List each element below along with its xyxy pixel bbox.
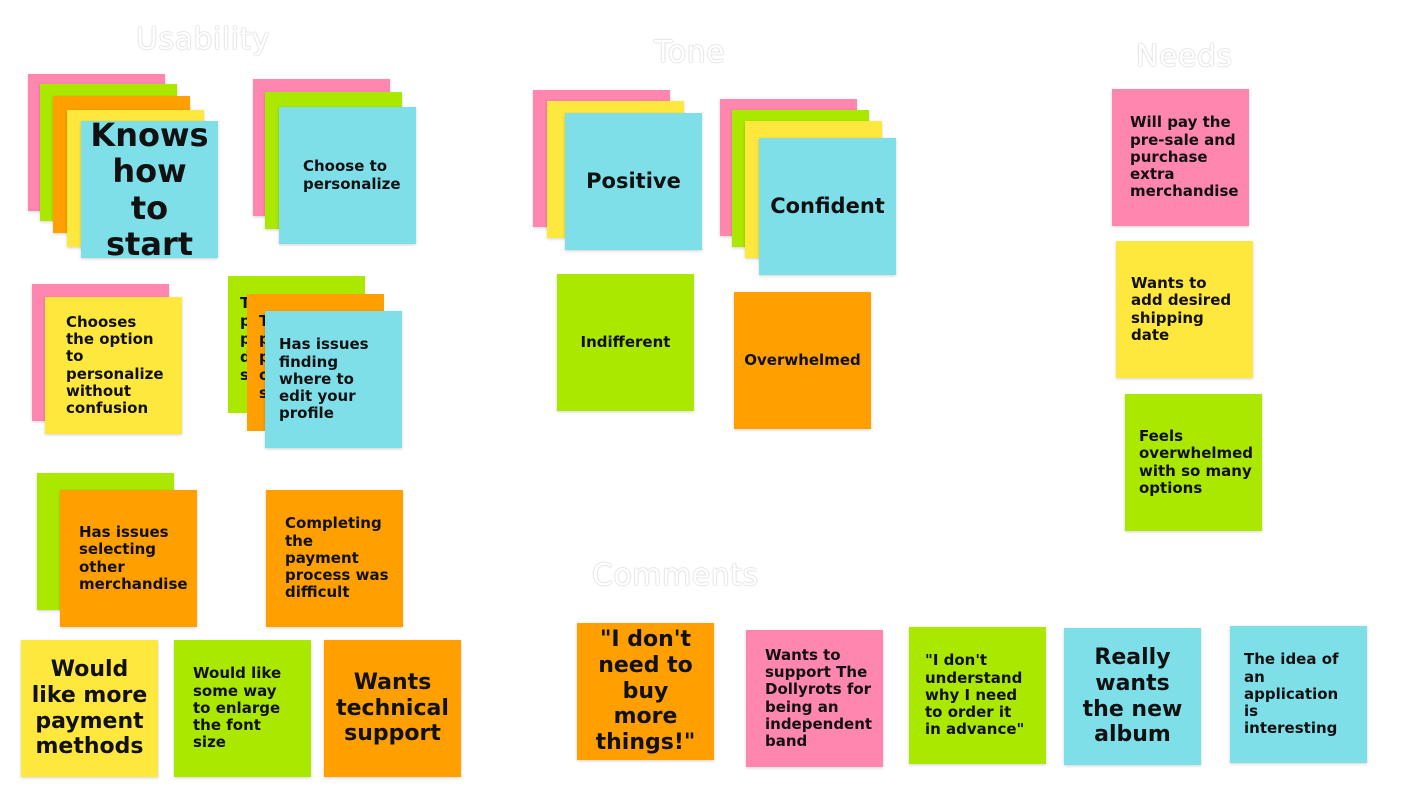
sticky-note-positive[interactable]: Positive [565, 113, 702, 250]
note-text: Choose to personalize [303, 157, 401, 193]
note-text: Would like more payment methods [31, 656, 148, 760]
note-text: Has issues selecting other merchandise [79, 523, 188, 593]
heading-comments: Comments [592, 558, 759, 593]
note-text: Indifferent [580, 332, 671, 351]
note-text: "I don't understand why I need to order … [925, 651, 1025, 739]
note-text: Has issues finding where to edit your pr… [279, 335, 369, 423]
note-text: The idea of an application is interestin… [1244, 650, 1339, 738]
note-text: Really wants the new album [1082, 644, 1183, 748]
note-text: Will pay the pre-sale and purchase extra… [1130, 113, 1239, 201]
sticky-note-has-issues-edit-profile[interactable]: Has issues finding where to edit your pr… [265, 311, 402, 448]
sticky-note-confident[interactable]: Confident [759, 138, 896, 275]
sticky-note-has-issues-merchandise[interactable]: Has issues selecting other merchandise [60, 490, 197, 627]
sticky-note-overwhelmed[interactable]: Overwhelmed [734, 292, 871, 429]
sticky-note-payment-difficult[interactable]: Completing the payment process was diffi… [266, 490, 403, 627]
sticky-note-too-many-options[interactable]: Feels overwhelmed with so many options [1125, 394, 1262, 531]
note-text: "I don't need to buy more things!" [595, 626, 696, 756]
note-text: Overwhelmed [744, 350, 861, 369]
heading-usability: Usability [136, 22, 271, 57]
sticky-note-presale[interactable]: Will pay the pre-sale and purchase extra… [1112, 89, 1249, 226]
sticky-note-knows-how-to-start[interactable]: Knows how to start [81, 117, 218, 262]
note-text: Would like some way to enlarge the font … [193, 664, 282, 752]
note-text: Knows how to start [90, 116, 209, 263]
note-text: Wants to support The Dollyrots for being… [765, 645, 873, 750]
note-text: Confident [770, 194, 885, 219]
sticky-note-enlarge-font[interactable]: Would like some way to enlarge the font … [174, 640, 311, 777]
note-text: Feels overwhelmed with so many options [1139, 427, 1254, 497]
note-text: Chooses the option to personalize withou… [66, 312, 164, 417]
sticky-note-support-band[interactable]: Wants to support The Dollyrots for being… [746, 630, 883, 767]
sticky-note-shipping-date[interactable]: Wants to add desired shipping date [1116, 241, 1253, 378]
sticky-note-technical-support[interactable]: Wants technical support [324, 640, 461, 777]
sticky-note-order-in-advance[interactable]: "I don't understand why I need to order … [909, 627, 1046, 764]
sticky-note-new-album[interactable]: Really wants the new album [1064, 628, 1201, 765]
sticky-note-indifferent[interactable]: Indifferent [557, 274, 694, 411]
note-text: Wants to add desired shipping date [1131, 274, 1232, 344]
sticky-note-dont-need-things[interactable]: "I don't need to buy more things!" [577, 623, 714, 760]
sticky-note-application-idea[interactable]: The idea of an application is interestin… [1230, 626, 1367, 763]
note-text: Completing the payment process was diffi… [285, 514, 389, 602]
sticky-note-more-payment-methods[interactable]: Would like more payment methods [21, 640, 158, 777]
note-text: Positive [586, 169, 681, 194]
sticky-note-chooses-option[interactable]: Chooses the option to personalize withou… [45, 297, 182, 434]
note-text: Wants technical support [336, 669, 449, 747]
heading-needs: Needs [1136, 39, 1233, 74]
sticky-note-choose-to-personalize[interactable]: Choose to personalize [279, 107, 416, 244]
heading-tone: Tone [654, 35, 726, 70]
